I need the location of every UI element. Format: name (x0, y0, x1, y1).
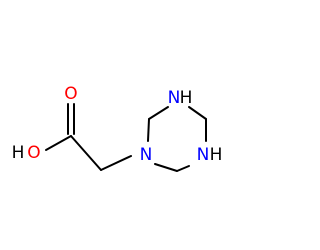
bond-c-oh (45, 135, 72, 151)
ring-bond-n1-c2 (147, 118, 150, 142)
ring-bond-n3-c4 (188, 106, 207, 120)
ring-bond-c2-n3 (148, 106, 169, 120)
atom-n-ring-1: N (140, 145, 153, 165)
carboxyl-group (45, 103, 102, 171)
bond-c-ch2 (70, 135, 102, 171)
atom-o-carbonyl: O (64, 84, 77, 104)
atom-n-ring-5: N (197, 145, 210, 165)
atom-h-ring-5: H (210, 145, 223, 165)
atom-h-hydroxyl: H (12, 143, 25, 163)
atom-h-ring-3: H (180, 88, 193, 108)
triazinane-ring (147, 106, 207, 172)
ring-bond-c6-n1 (154, 163, 178, 172)
atom-n-ring-3: N (168, 88, 181, 108)
ring-bond-n5-c6 (176, 165, 190, 172)
atom-o-hydroxyl: O (27, 143, 40, 163)
molecule-structure-diagram: O O H N N H N H (12, 84, 223, 172)
bond-ch2-n1 (100, 155, 132, 171)
